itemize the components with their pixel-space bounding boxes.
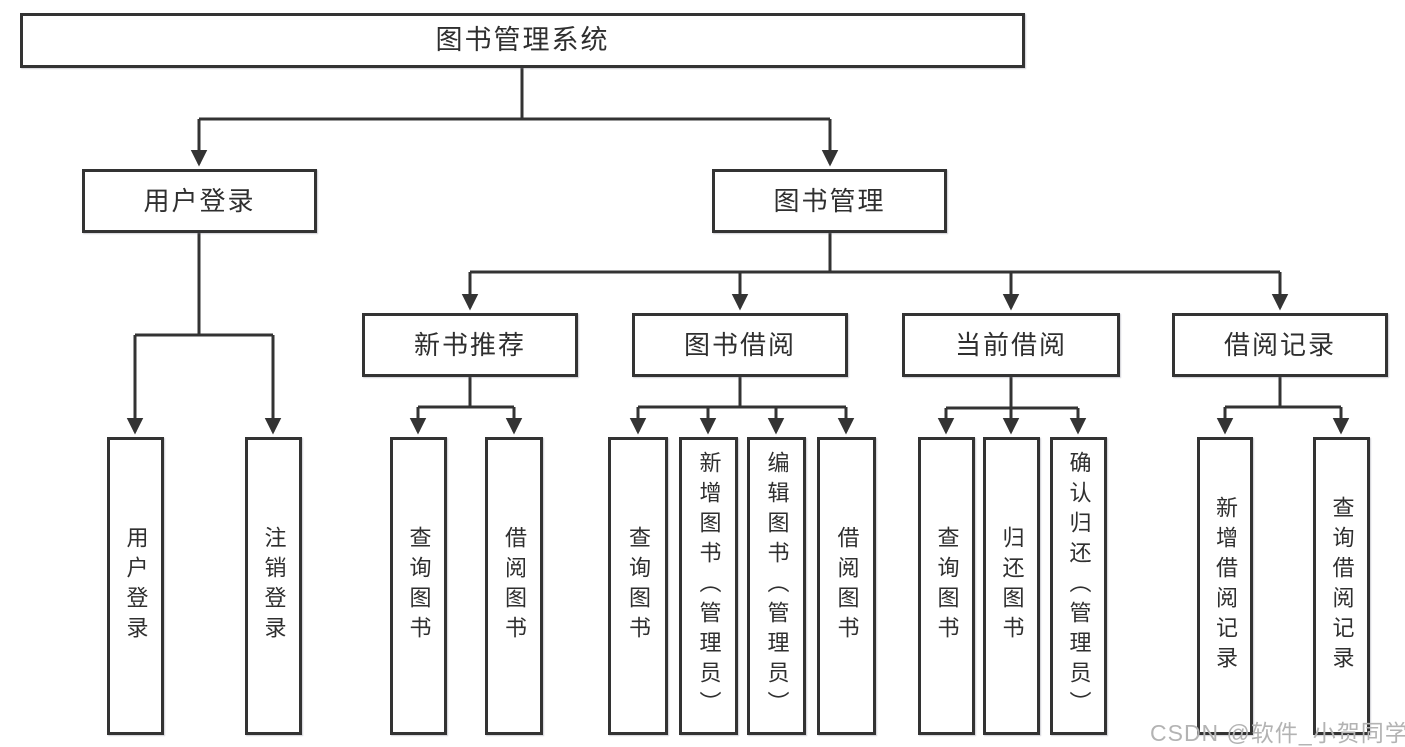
leaf-logout: 注销登录 [245, 437, 302, 735]
leaf-add-book-admin: 新增图书（管理员） [679, 437, 738, 735]
node-new-book-recommend-label: 新书推荐 [413, 330, 526, 360]
node-current-borrowing: 当前借阅 [902, 313, 1120, 377]
leaf-query-books-borrowing-label: 查询图书 [626, 526, 651, 646]
leaf-query-books-recommend: 查询图书 [390, 437, 447, 735]
node-book-borrowing: 图书借阅 [632, 313, 848, 377]
connector-arrows [126, 119, 1350, 435]
leaf-return-books: 归还图书 [983, 437, 1040, 735]
node-borrowing-records-label: 借阅记录 [1223, 330, 1336, 360]
leaf-edit-book-admin-label: 编辑图书（管理员） [764, 451, 790, 721]
connector-skeleton [135, 68, 1341, 410]
node-book-management-label: 图书管理 [773, 186, 886, 216]
leaf-query-books-recommend-label: 查询图书 [406, 526, 432, 646]
leaf-query-borrow-record-label: 查询借阅记录 [1329, 496, 1355, 676]
leaf-confirm-return-admin: 确认归还（管理员） [1050, 437, 1107, 735]
leaf-edit-book-admin: 编辑图书（管理员） [747, 437, 806, 735]
node-book-borrowing-label: 图书借阅 [683, 330, 796, 360]
leaf-borrow-books-recommend: 借阅图书 [485, 437, 543, 735]
node-borrowing-records: 借阅记录 [1172, 313, 1388, 377]
node-library-system: 图书管理系统 [20, 13, 1025, 68]
leaf-query-books-current-label: 查询图书 [934, 526, 960, 646]
leaf-query-books-borrowing: 查询图书 [608, 437, 668, 735]
leaf-add-book-admin-label: 新增图书（管理员） [696, 451, 722, 721]
leaf-query-borrow-record: 查询借阅记录 [1313, 437, 1370, 735]
leaf-add-borrow-record: 新增借阅记录 [1197, 437, 1253, 735]
leaf-logout-label: 注销登录 [261, 526, 287, 646]
leaf-user-login: 用户登录 [107, 437, 164, 735]
leaf-return-books-label: 归还图书 [999, 526, 1025, 646]
leaf-add-borrow-record-label: 新增借阅记录 [1213, 496, 1238, 676]
leaf-borrow-books-borrowing-label: 借阅图书 [834, 526, 860, 646]
node-library-system-label: 图书管理系统 [435, 25, 610, 55]
node-current-borrowing-label: 当前借阅 [954, 330, 1067, 360]
leaf-confirm-return-admin-label: 确认归还（管理员） [1066, 451, 1092, 721]
leaf-borrow-books-borrowing: 借阅图书 [817, 437, 876, 735]
leaf-query-books-current: 查询图书 [918, 437, 975, 735]
node-user-login: 用户登录 [82, 169, 317, 233]
leaf-user-login-label: 用户登录 [123, 526, 149, 646]
csdn-watermark: CSDN @软件_小贺同学 [1150, 720, 1405, 746]
node-book-management: 图书管理 [712, 169, 947, 233]
leaf-borrow-books-recommend-label: 借阅图书 [502, 526, 527, 646]
node-new-book-recommend: 新书推荐 [362, 313, 578, 377]
node-user-login-label: 用户登录 [143, 186, 256, 216]
